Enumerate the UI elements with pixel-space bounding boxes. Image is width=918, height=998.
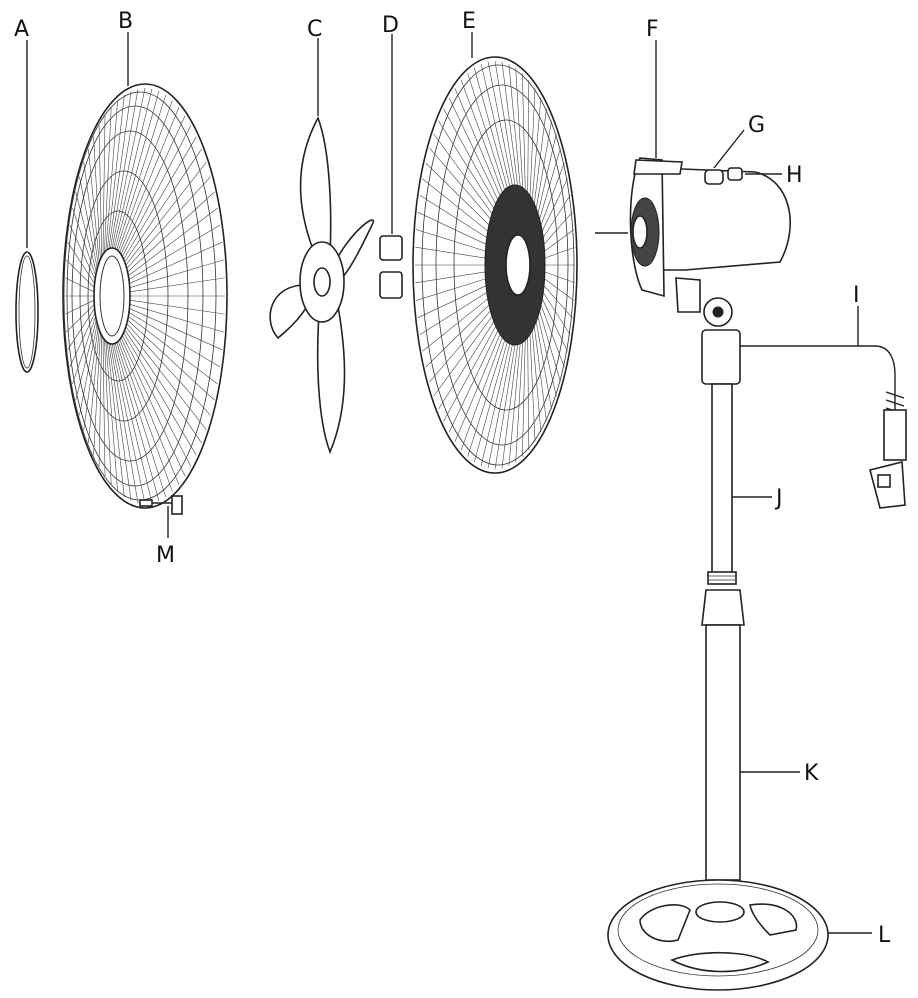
- label-f: F: [646, 17, 659, 42]
- part-e-rear-grille: [412, 56, 578, 474]
- part-g-knob: [704, 169, 724, 185]
- part-f-motor-housing: [595, 157, 791, 327]
- label-a: A: [14, 17, 29, 42]
- part-k-lower-pole: [701, 589, 745, 881]
- label-j: J: [774, 486, 783, 511]
- part-labels: A B C D E F G H I J K L M: [14, 9, 891, 948]
- label-b: B: [118, 9, 133, 34]
- label-d: D: [382, 13, 399, 38]
- part-d-spinner: [379, 235, 403, 299]
- part-m-clip: [139, 495, 183, 515]
- part-b-front-grille: [62, 83, 228, 509]
- part-c-blade: [269, 116, 375, 455]
- label-i: I: [853, 283, 860, 308]
- grille-b-spokes: [65, 87, 225, 505]
- label-g: G: [748, 113, 765, 138]
- label-l: L: [878, 923, 891, 948]
- part-h-switch: [727, 167, 743, 181]
- part-j-upper-pole: [701, 329, 741, 585]
- part-i-power-cord: [740, 345, 907, 509]
- leader-lines: [26, 32, 872, 934]
- part-a-ring: [15, 251, 39, 373]
- label-h: H: [786, 163, 803, 188]
- label-e: E: [462, 9, 476, 34]
- label-k: K: [804, 761, 819, 786]
- grille-e-spokes: [415, 60, 575, 470]
- part-l-base: [607, 879, 829, 991]
- label-m: M: [156, 543, 175, 568]
- leader-g: [713, 129, 745, 169]
- label-c: C: [307, 17, 322, 42]
